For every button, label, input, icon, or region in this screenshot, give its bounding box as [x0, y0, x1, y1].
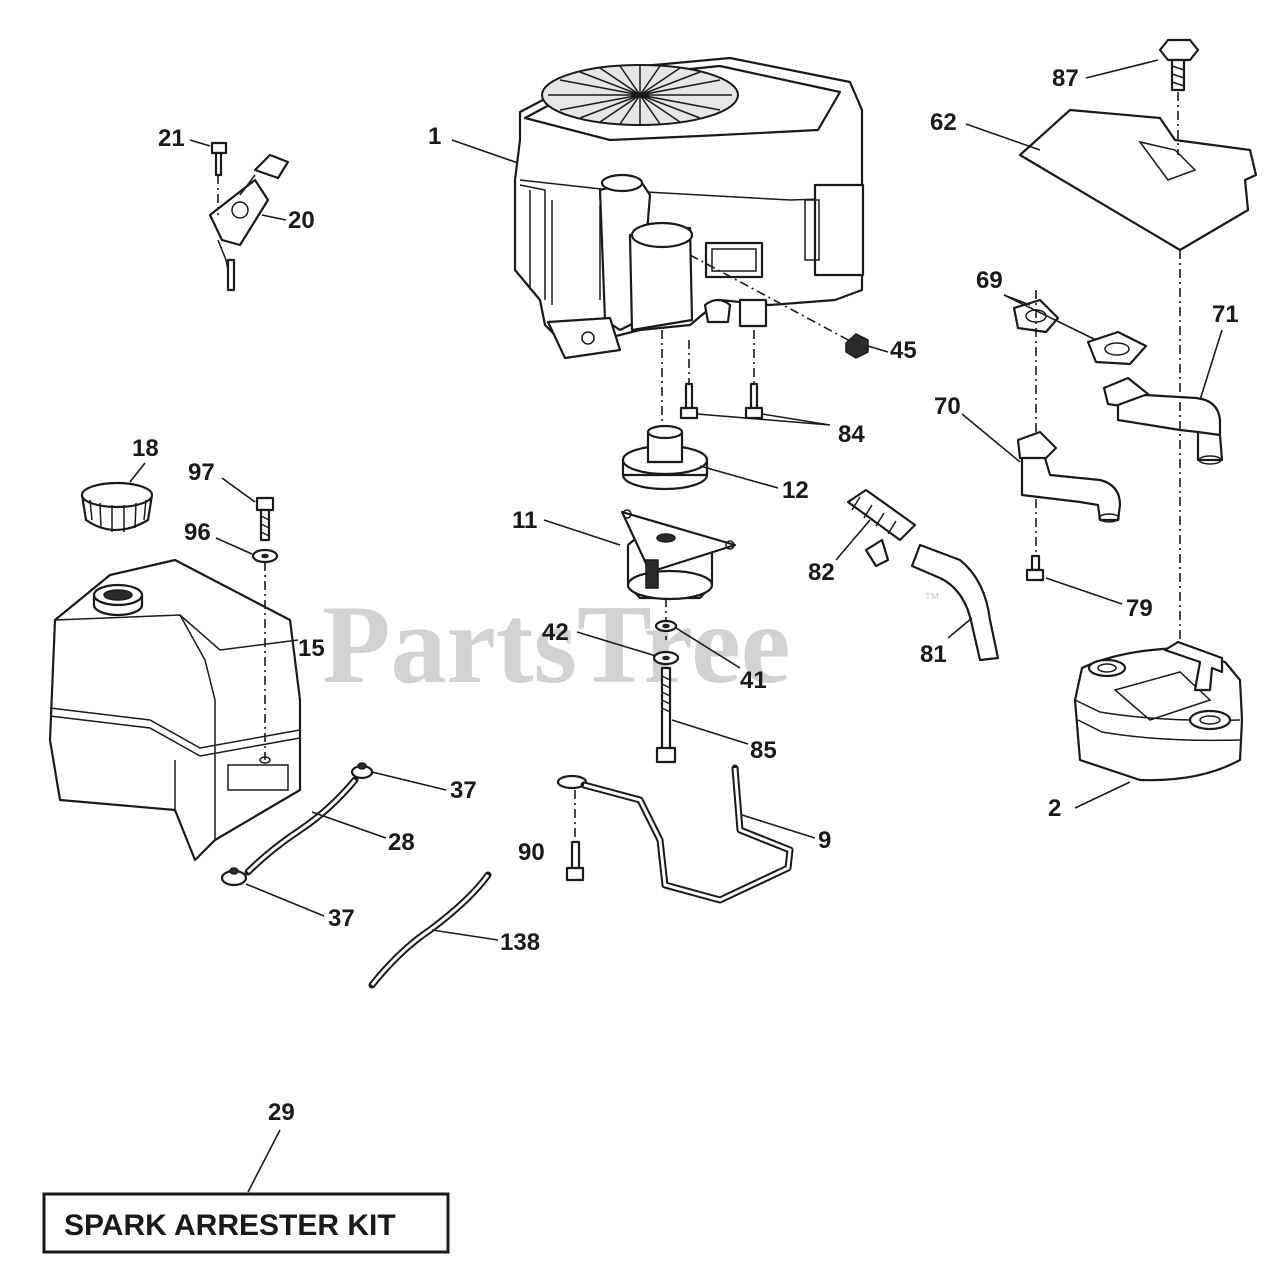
- part-2-muffler[interactable]: [1073, 640, 1244, 782]
- part-87-knob[interactable]: [1158, 38, 1200, 92]
- callout-41: 41: [740, 667, 767, 694]
- callout-138: 138: [500, 929, 540, 956]
- callout-37-lower: 37: [328, 905, 355, 932]
- callout-11: 11: [512, 507, 537, 534]
- callout-70: 70: [934, 393, 961, 420]
- spark-arrester-kit-label: SPARK ARRESTER KIT: [64, 1209, 396, 1242]
- part-138-hose[interactable]: [368, 871, 492, 989]
- part-85-bolt[interactable]: [655, 666, 677, 764]
- callout-20: 20: [288, 207, 315, 234]
- callout-62: 62: [930, 109, 957, 136]
- watermark-trademark: ™: [924, 591, 940, 608]
- callout-69: 69: [976, 267, 1003, 294]
- part-41-washer[interactable]: [652, 650, 680, 666]
- part-97-bolt[interactable]: [255, 496, 275, 542]
- part-82-connector[interactable]: [846, 488, 917, 568]
- callout-37-upper: 37: [450, 777, 477, 804]
- part-69-gasket-right[interactable]: [1086, 330, 1148, 366]
- callout-2: 2: [1048, 795, 1061, 822]
- part-70-pipe[interactable]: [1016, 430, 1122, 523]
- part-71-pipe[interactable]: [1102, 376, 1224, 465]
- part-37-clamp-lower[interactable]: [220, 867, 248, 887]
- part-12-pulley[interactable]: [621, 424, 709, 491]
- part-18-cap[interactable]: [80, 481, 154, 532]
- part-42-washer[interactable]: [654, 619, 678, 633]
- callout-15: 15: [298, 635, 325, 662]
- part-11-clutch[interactable]: [620, 509, 737, 601]
- part-28-hose[interactable]: [244, 776, 359, 876]
- callout-85: 85: [750, 737, 777, 764]
- callout-45: 45: [890, 337, 917, 364]
- callout-81: 81: [920, 641, 947, 668]
- part-21-screw[interactable]: [210, 141, 228, 177]
- callout-71: 71: [1212, 301, 1239, 328]
- callout-82: 82: [808, 559, 835, 586]
- part-81-hose[interactable]: [910, 543, 1000, 662]
- part-45[interactable]: [845, 333, 869, 359]
- part-9-rod[interactable]: [556, 764, 794, 904]
- callout-79: 79: [1126, 595, 1153, 622]
- watermark-text: PartsTree: [322, 583, 791, 707]
- part-90-bolt[interactable]: [565, 840, 585, 882]
- callout-12: 12: [782, 477, 809, 504]
- callout-9: 9: [818, 827, 831, 854]
- part-20-control[interactable]: [208, 153, 290, 292]
- part-84-bolts[interactable]: [679, 382, 764, 420]
- callout-90: 90: [518, 839, 545, 866]
- callout-97: 97: [188, 459, 215, 486]
- callout-21: 21: [158, 125, 185, 152]
- part-62-shield[interactable]: [1018, 108, 1258, 252]
- part-79-bolt[interactable]: [1025, 554, 1045, 582]
- callout-87: 87: [1052, 65, 1079, 92]
- callout-1: 1: [428, 123, 441, 150]
- part-96-washer[interactable]: [251, 548, 279, 564]
- callout-28: 28: [388, 829, 415, 856]
- part-15-fuel-tank[interactable]: [48, 558, 302, 862]
- part-engine[interactable]: [513, 56, 865, 360]
- callout-29: 29: [268, 1099, 295, 1126]
- callout-84: 84: [838, 421, 865, 448]
- callout-42: 42: [542, 619, 569, 646]
- spark-arrester-kit-box: SPARK ARRESTER KIT: [42, 1192, 450, 1254]
- part-37-clamp-upper[interactable]: [350, 762, 374, 780]
- callout-96: 96: [184, 519, 211, 546]
- callout-18: 18: [132, 435, 159, 462]
